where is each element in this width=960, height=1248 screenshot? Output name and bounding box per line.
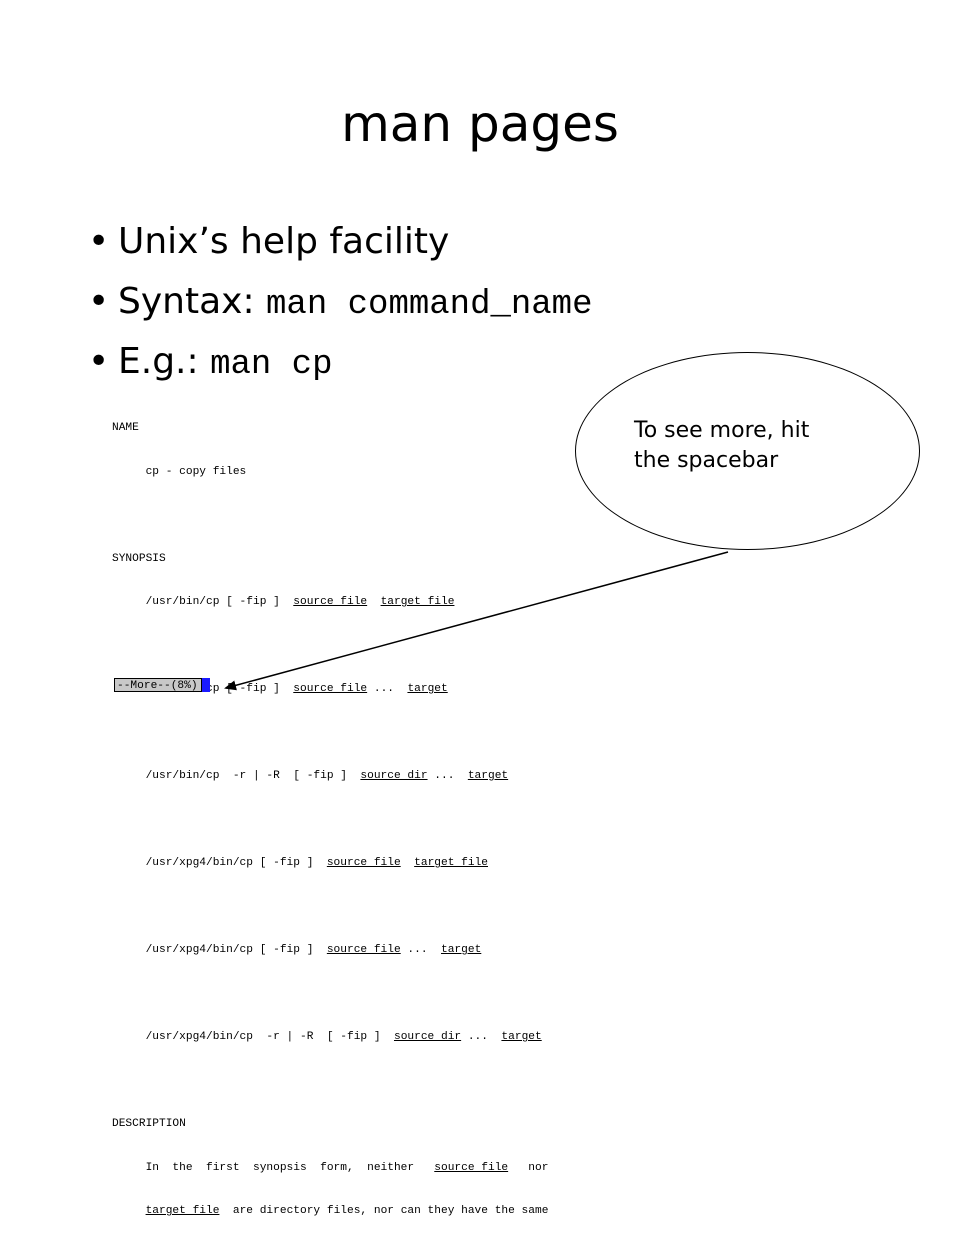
man-line xyxy=(112,508,582,523)
slide: man pages •Unix’s help facility •Syntax:… xyxy=(88,95,920,1217)
man-line: /usr/bin/cp -r | -R [ -fip ] source dir … xyxy=(112,770,509,782)
bullet-text: Syntax: xyxy=(118,281,267,322)
callout-line: the spacebar xyxy=(634,448,779,473)
man-line: SYNOPSIS xyxy=(112,552,166,565)
man-line: /usr/bin/cp [ -fip ] source file target … xyxy=(112,596,455,608)
more-prompt-text: --More--(8%) xyxy=(114,678,202,692)
bullet-text: E.g.: xyxy=(118,341,211,382)
bullet-marker: • xyxy=(88,341,110,382)
slide-title: man pages xyxy=(341,95,619,153)
bullet-code: man cp xyxy=(210,346,333,384)
bullet-item-example: •E.g.: man cp xyxy=(88,332,592,392)
callout-line: To see more, hit xyxy=(634,418,810,443)
man-page-output: NAME cp - copy files SYNOPSIS /usr/bin/c… xyxy=(112,392,582,1248)
man-line: /usr/xpg4/bin/cp [ -fip ] source file ta… xyxy=(112,857,488,869)
man-line xyxy=(112,987,582,1002)
bullet-code: man command_name xyxy=(266,286,593,324)
bullet-marker: • xyxy=(88,281,110,322)
man-line: DESCRIPTION xyxy=(112,1118,186,1130)
man-line xyxy=(112,1074,582,1089)
bullet-item-help-facility: •Unix’s help facility xyxy=(88,212,592,272)
callout-text: To see more, hit the spacebar xyxy=(634,416,904,476)
man-line xyxy=(112,639,582,654)
callout-bubble xyxy=(575,352,920,550)
man-line: /usr/xpg4/bin/cp -r | -R [ -fip ] source… xyxy=(112,1031,542,1043)
terminal-cursor xyxy=(201,678,210,692)
man-line: target file are directory files, nor can… xyxy=(145,1205,549,1217)
man-line: /usr/xpg4/bin/cp [ -fip ] source file ..… xyxy=(112,944,482,956)
bullet-item-syntax: •Syntax: man command_name xyxy=(88,272,592,332)
bullet-text: Unix’s help facility xyxy=(118,221,450,262)
more-prompt[interactable]: --More--(8%) xyxy=(114,678,210,692)
bullet-list: •Unix’s help facility •Syntax: man comma… xyxy=(88,212,592,392)
bullet-marker: • xyxy=(88,221,110,262)
man-line: In the first synopsis form, neither sour… xyxy=(112,1161,549,1174)
man-line: NAME xyxy=(112,422,139,434)
man-line xyxy=(112,726,582,741)
man-line: cp - copy files xyxy=(112,465,247,478)
man-line xyxy=(112,813,582,828)
man-line xyxy=(112,900,582,915)
